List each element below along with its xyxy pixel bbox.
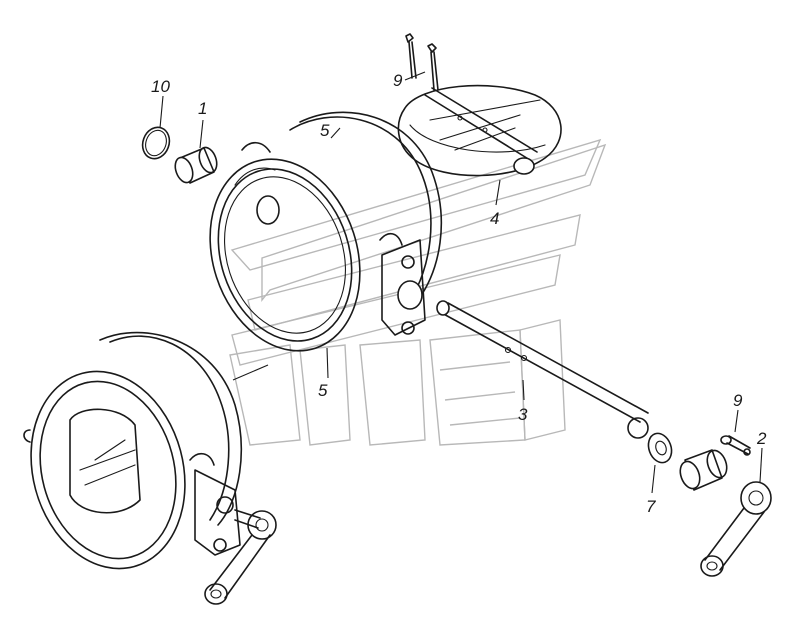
- callout-2: 2: [756, 429, 767, 448]
- damper-plate-part: [397, 84, 562, 177]
- valve-housing-part-upper: [209, 111, 443, 352]
- leader-lines: [159, 71, 763, 494]
- callout-3: 3: [518, 405, 528, 424]
- kamaz-logo-icon: [229, 138, 607, 446]
- callout-9-lower: 9: [733, 391, 743, 410]
- callout-5-upper: 5: [320, 121, 330, 140]
- bolts-part-upper: [405, 33, 439, 91]
- bushing-part-upper: [174, 146, 218, 184]
- assembly-arrow: [232, 364, 269, 381]
- callout-5: 5: [318, 381, 328, 400]
- callout-1: 1: [198, 99, 207, 118]
- bushing-part-lower: [679, 449, 728, 491]
- washer-part: [647, 432, 673, 464]
- bolt-part-lower: [720, 435, 751, 456]
- shaft-part: [436, 300, 649, 439]
- callout-10: 10: [151, 77, 170, 96]
- o-ring-part: [141, 126, 171, 160]
- callout-9-upper: 9: [393, 71, 403, 90]
- lever-part: [700, 481, 772, 577]
- valve-housing-assembly-lower: [23, 331, 277, 605]
- callout-4: 4: [490, 209, 499, 228]
- callout-7: 7: [646, 497, 656, 516]
